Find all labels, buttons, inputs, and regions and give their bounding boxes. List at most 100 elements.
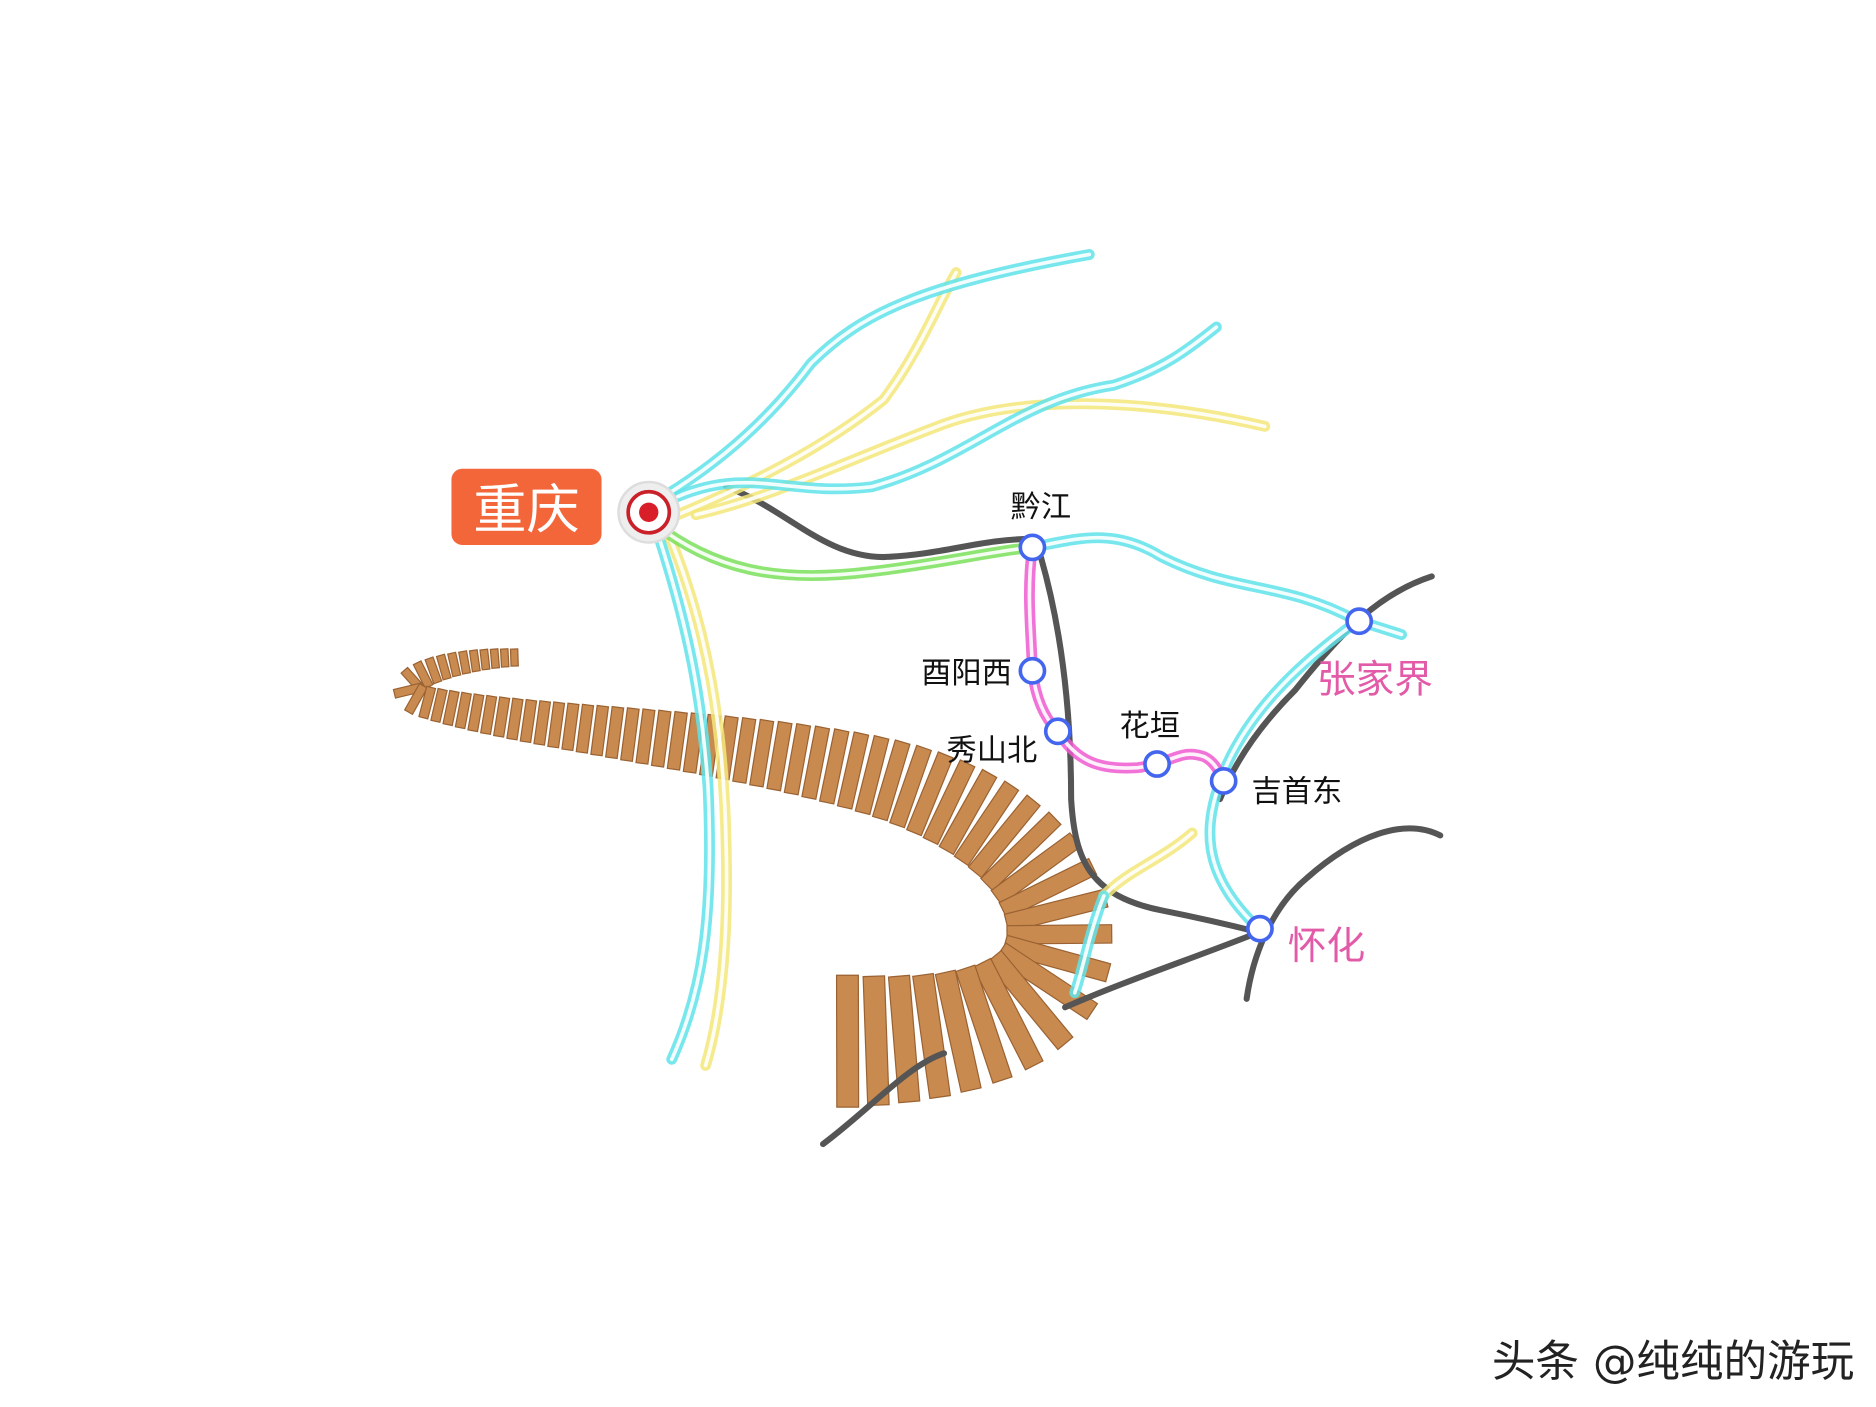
grey-rail-line [1037,554,1262,936]
track-sleeper [590,704,610,757]
yellow-rail-line [690,398,1271,521]
track-sleeper [430,687,448,724]
track-sleeper [732,716,757,784]
track-sleeper [509,648,519,667]
track-sleeper [650,709,672,768]
cyan-rail-line [1030,535,1404,637]
track-sleeper [635,708,656,765]
station-node-icon [1246,914,1274,943]
track-sleeper [862,975,890,1107]
track-sleeper [467,693,485,733]
track-sleeper [403,682,429,716]
grey-rail-line [1216,573,1435,803]
track-sleeper [479,694,498,736]
cyan-rail-line [648,249,1095,509]
station-label: 黔江 [1011,490,1072,525]
track-sleeper [871,739,911,822]
magenta-rail-line [1024,541,1230,787]
track-sleeper [818,728,850,805]
station-node-icon [1018,656,1047,685]
track-sleeper [519,698,538,744]
track-sleeper [998,857,1098,920]
station-node-icon [1018,533,1047,562]
track-sleeper [955,964,1013,1084]
track-sleeper [938,768,998,856]
track-sleeper [889,744,933,829]
station-label: 秀山北 [946,733,1037,768]
station-xiushanbei[interactable]: 秀山北 [946,717,1072,768]
track-sleeper [985,949,1074,1051]
grey-rail-line [723,483,1036,561]
track-sleeper [749,718,775,788]
track-sleeper [479,648,491,671]
track-sleeper [922,759,976,846]
track-sleeper [547,701,566,749]
track-sleeper [424,656,443,685]
track-sleeper [766,720,793,792]
track-sleeper [666,710,688,771]
track-sleeper [934,969,982,1093]
station-jishoudong[interactable]: 吉首东 [1209,767,1343,810]
yellow-rail-line [694,401,1267,517]
station-node-icon [1143,750,1171,778]
cyan-rail-line [648,515,715,1065]
cyan-rail-line [651,252,1092,505]
station-label: 怀化 [1288,924,1365,969]
station-label: 张家界 [1317,658,1433,703]
station-label: 吉首东 [1251,775,1342,810]
track-sleeper [442,689,460,727]
origin-label: 重庆 [473,479,580,541]
grey-rail-line [819,1050,948,1148]
track-sleeper [435,653,452,681]
track-sleeper [604,705,625,760]
track-sleeper [418,685,437,720]
cyan-rail-line [651,518,712,1062]
station-zhangjiajie[interactable]: 张家界 [1317,607,1433,703]
track-sleeper [835,974,860,1108]
track-sleeper [905,751,954,837]
yellow-rail-line [666,531,729,1068]
track-sleeper [489,648,501,669]
track-sleeper [533,700,552,746]
track-sleeper [854,734,890,816]
green-rail-line [651,521,1035,578]
station-label: 酉阳西 [921,656,1012,691]
station-huayuan[interactable]: 花垣 [1120,709,1181,778]
station-huaihua[interactable]: 怀化 [1246,914,1365,969]
track-sleeper [801,725,831,800]
track-sleeper [967,794,1041,879]
cyan-rail-line [1072,894,1106,995]
cyan-rail-line [675,325,1219,499]
track-sleeper [561,702,580,752]
track-sleeper [783,722,812,796]
grey-rail-line [1243,825,1444,1002]
grey-rail-line [1062,929,1262,1011]
station-node-icon [1043,717,1072,746]
origin-pin-dot [639,502,659,522]
origin-badge [451,468,602,545]
track-sleeper [979,811,1062,892]
origin-marker[interactable]: 重庆 [451,468,681,545]
station-label: 花垣 [1120,709,1181,744]
track-sleeper [912,972,952,1100]
watermark: 头条 @纯纯的游玩 [1492,1337,1854,1387]
decorative-railway-track [392,648,1113,1108]
station-qianjiang[interactable]: 黔江 [1011,490,1072,562]
yellow-rail-line [1101,831,1194,898]
track-sleeper [620,707,640,762]
track-sleeper [836,731,870,810]
rail-lines [648,249,1444,1148]
station-node-icon [1209,767,1238,795]
track-sleeper [492,696,511,738]
track-sleeper [953,780,1020,867]
track-sleeper [457,650,472,675]
track-sleeper [454,691,472,730]
track-sleeper [447,651,462,678]
station-node-icon [1345,607,1374,636]
magenta-rail-line [1027,545,1226,783]
stations: 黔江 酉阳西 秀山北 花垣 吉首东 张家界 怀化 [921,490,1433,969]
track-sleeper [972,957,1044,1071]
station-youyangxi[interactable]: 酉阳西 [921,656,1047,691]
